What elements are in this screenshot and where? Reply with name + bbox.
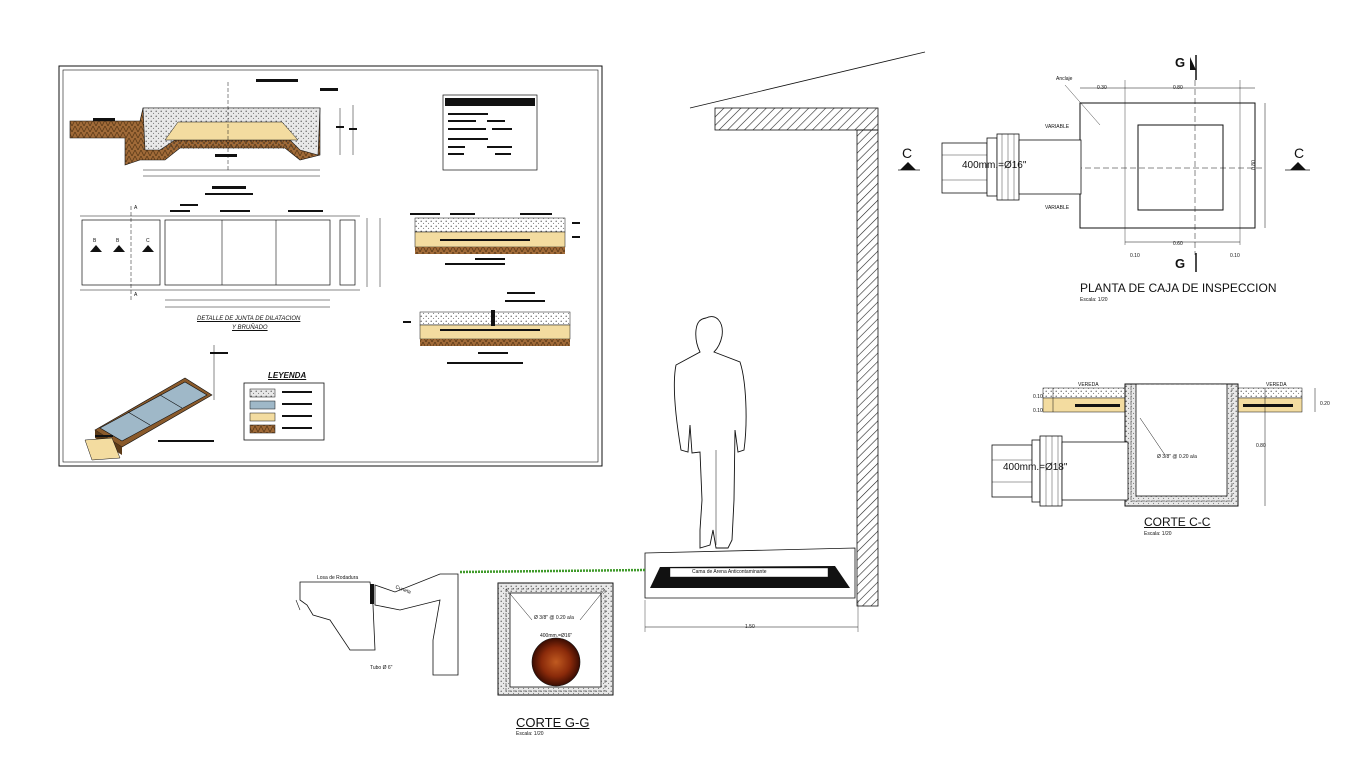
plan-dim-1: 0.30 (1097, 85, 1107, 91)
section-gg-title-text: CORTE G-G (516, 715, 590, 730)
isometric-slab (84, 345, 228, 461)
variable-label-bottom: VARIABLE (1045, 205, 1070, 211)
section-cc-scale: Escala: 1/20 (1144, 531, 1172, 537)
width-dim: 1.50 (745, 624, 755, 630)
spec-box (442, 94, 538, 171)
section-gg-scale: Escala: 1/20 (516, 731, 544, 737)
detail-caption-line1: DETALLE DE JUNTA DE DILATACION (197, 316, 301, 322)
section-gg-pipe-label: 400mm.=Ø16" (540, 633, 573, 639)
detail-caption-line2: Y BRUÑADO (232, 325, 268, 331)
sand-bed-label: Cama de Arena Anticontaminante (692, 569, 767, 575)
plan-dim-5: 0.10 (1230, 253, 1240, 259)
cc-dim-1: 0.10 (1033, 394, 1043, 400)
section-gg-rebar: Ø 3/8" @ 0.20 a/a (534, 615, 574, 621)
vereda-right: VEREDA (1266, 382, 1287, 388)
anchor-label: Anclaje (1056, 76, 1073, 82)
section-g-top: G (1175, 55, 1186, 70)
cc-dim-3: 0.20 (1320, 401, 1330, 407)
plan-dim-3: 0.10 (1130, 253, 1140, 259)
person-figure (673, 316, 747, 549)
section-cc-title: CORTE C-C (1144, 515, 1211, 529)
pavement-cross-section (69, 79, 357, 195)
mark-a-bottom: A (134, 292, 138, 298)
plan-title: PLANTA DE CAJA DE INSPECCION (1080, 281, 1277, 295)
plan-scale: Escala: 1/20 (1080, 297, 1108, 303)
plan-dim-2: 0.80 (1173, 85, 1183, 91)
section-cc-pipe-label: 400mm.=Ø18" (1003, 462, 1068, 473)
vereda-left: VEREDA (1078, 382, 1099, 388)
gutter-label-top: Losa de Rodadura (317, 575, 359, 581)
legend-box (243, 382, 325, 441)
mark-b: B (93, 238, 97, 244)
legend-title: LEYENDA (268, 371, 307, 380)
gutter-section (295, 573, 459, 676)
plan-pipe-label: 400mm.=Ø16" (962, 160, 1027, 171)
section-c-right: C (1294, 145, 1305, 161)
section-g-bottom: G (1175, 256, 1186, 271)
section-c-left: C (902, 145, 913, 161)
gutter-pipe-label: Tubo Ø 6" (370, 665, 393, 671)
joint-plan (80, 204, 381, 308)
plan-dim-4: 0.60 (1173, 241, 1183, 247)
inspection-plan (898, 55, 1310, 272)
mark-a-top: A (134, 205, 138, 211)
joint-sections (403, 213, 580, 364)
cc-dim-4: 0.80 (1256, 443, 1266, 449)
variable-label-top: VARIABLE (1045, 124, 1070, 130)
section-cc (991, 383, 1316, 507)
plan-dim-6: 0.80 (1250, 160, 1257, 170)
mark-c: C (146, 238, 150, 244)
section-cc-rebar: Ø 3/8" @ 0.20 a/a (1157, 454, 1197, 460)
cc-dim-2: 0.10 (1033, 408, 1043, 414)
elevation-view (459, 51, 926, 632)
detail-sheet (58, 65, 603, 467)
section-gg (497, 582, 614, 696)
mark-b-2: B (116, 238, 120, 244)
section-gg-title: CORTE G-G (516, 714, 589, 732)
